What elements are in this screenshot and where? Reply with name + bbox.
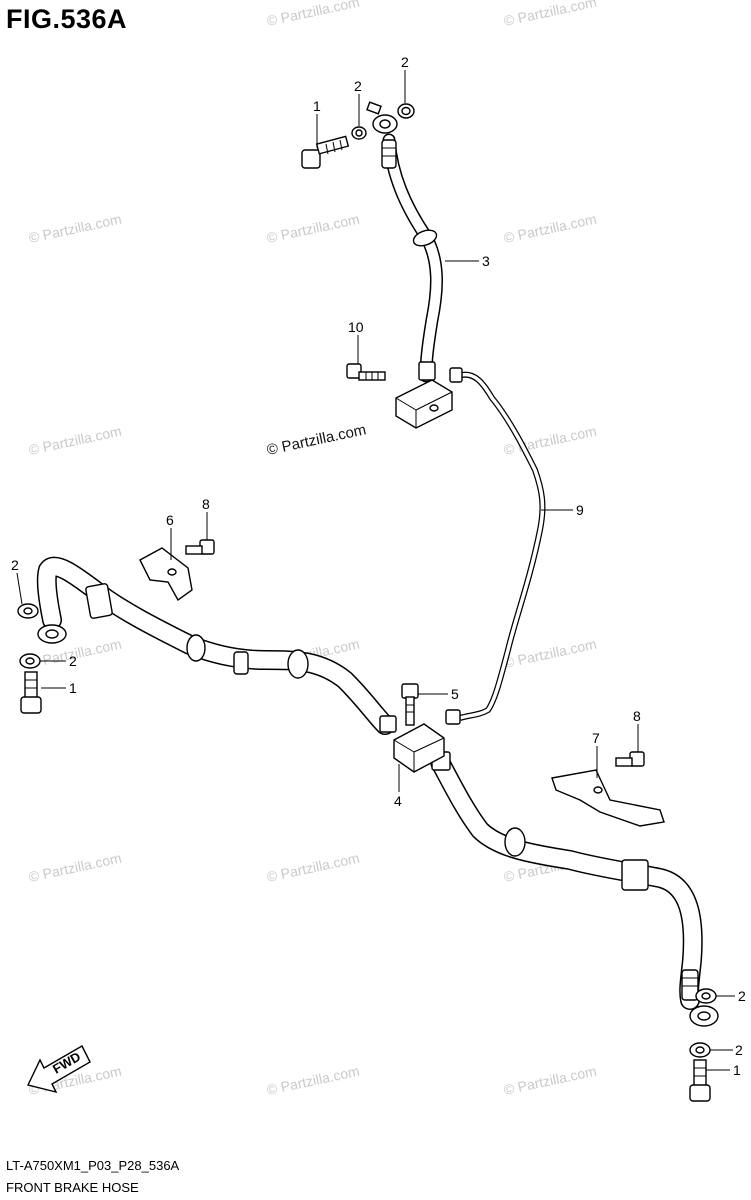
upper-banjo-fitting	[366, 101, 398, 134]
figure-code: LT-A750XM1_P03_P28_536A	[6, 1158, 180, 1173]
callout-2: 2	[735, 1042, 743, 1058]
washer-hole	[25, 657, 35, 665]
watermark: © Partzilla.com	[265, 1063, 361, 1098]
watermark: © Partzilla.com	[265, 0, 361, 29]
leader-lines	[16, 70, 735, 1071]
callout-9: 9	[576, 502, 584, 518]
watermark: © Partzilla.com	[27, 850, 123, 885]
bolt-icon	[615, 751, 645, 767]
lower-brake-hose	[36, 556, 703, 1010]
lower-joint-block	[393, 723, 445, 773]
bolt-icon	[401, 683, 419, 726]
union-bolt-icon	[301, 135, 350, 169]
left-bracket	[139, 547, 193, 602]
bolt-icon	[185, 539, 215, 555]
right-bracket	[551, 769, 665, 827]
washer-hole	[695, 1046, 705, 1054]
callout-2: 2	[69, 653, 77, 669]
union-bolt-icon	[20, 671, 42, 714]
upper-joint-block	[395, 379, 453, 429]
bolt-icon	[346, 363, 386, 381]
washer-hole	[401, 106, 411, 116]
watermark: © Partzilla.com	[265, 850, 361, 885]
watermark-main: © Partzilla.com	[265, 421, 367, 459]
callout-2: 2	[401, 54, 409, 70]
washer-hole	[355, 129, 363, 137]
figure-title: FIG.536A	[6, 4, 128, 34]
callout-4: 4	[394, 793, 402, 809]
callout-7: 7	[592, 730, 600, 746]
upper-brake-hose	[381, 133, 443, 383]
watermark: © Partzilla.com	[502, 0, 598, 29]
right-banjo-fitting	[689, 1005, 719, 1027]
watermark: © Partzilla.com	[502, 1063, 598, 1098]
watermark: © Partzilla.com	[27, 211, 123, 246]
washer-hole	[701, 992, 711, 1000]
callout-numbers: 1 2 2 3 10 9 6 8 2 2 1 5 4 7 8 2 2 1	[11, 54, 746, 1078]
watermark: © Partzilla.com	[265, 211, 361, 246]
callout-3: 3	[482, 253, 490, 269]
callout-1: 1	[313, 98, 321, 114]
callout-1: 1	[733, 1062, 741, 1078]
callout-6: 6	[166, 512, 174, 528]
union-bolt-icon	[689, 1059, 711, 1102]
callout-10: 10	[348, 319, 364, 335]
callout-8: 8	[202, 496, 210, 512]
figure-caption: FRONT BRAKE HOSE	[6, 1180, 139, 1195]
brake-pipe	[445, 367, 546, 725]
left-banjo-fitting	[37, 624, 67, 644]
washer-hole	[23, 607, 33, 615]
callout-2: 2	[738, 988, 746, 1004]
watermark: © Partzilla.com	[502, 211, 598, 246]
callout-2: 2	[354, 78, 362, 94]
callout-8: 8	[633, 708, 641, 724]
callout-1: 1	[69, 680, 77, 696]
callout-2: 2	[11, 557, 19, 573]
callout-5: 5	[451, 686, 459, 702]
watermark: © Partzilla.com	[502, 636, 598, 671]
watermark: © Partzilla.com	[27, 423, 123, 458]
